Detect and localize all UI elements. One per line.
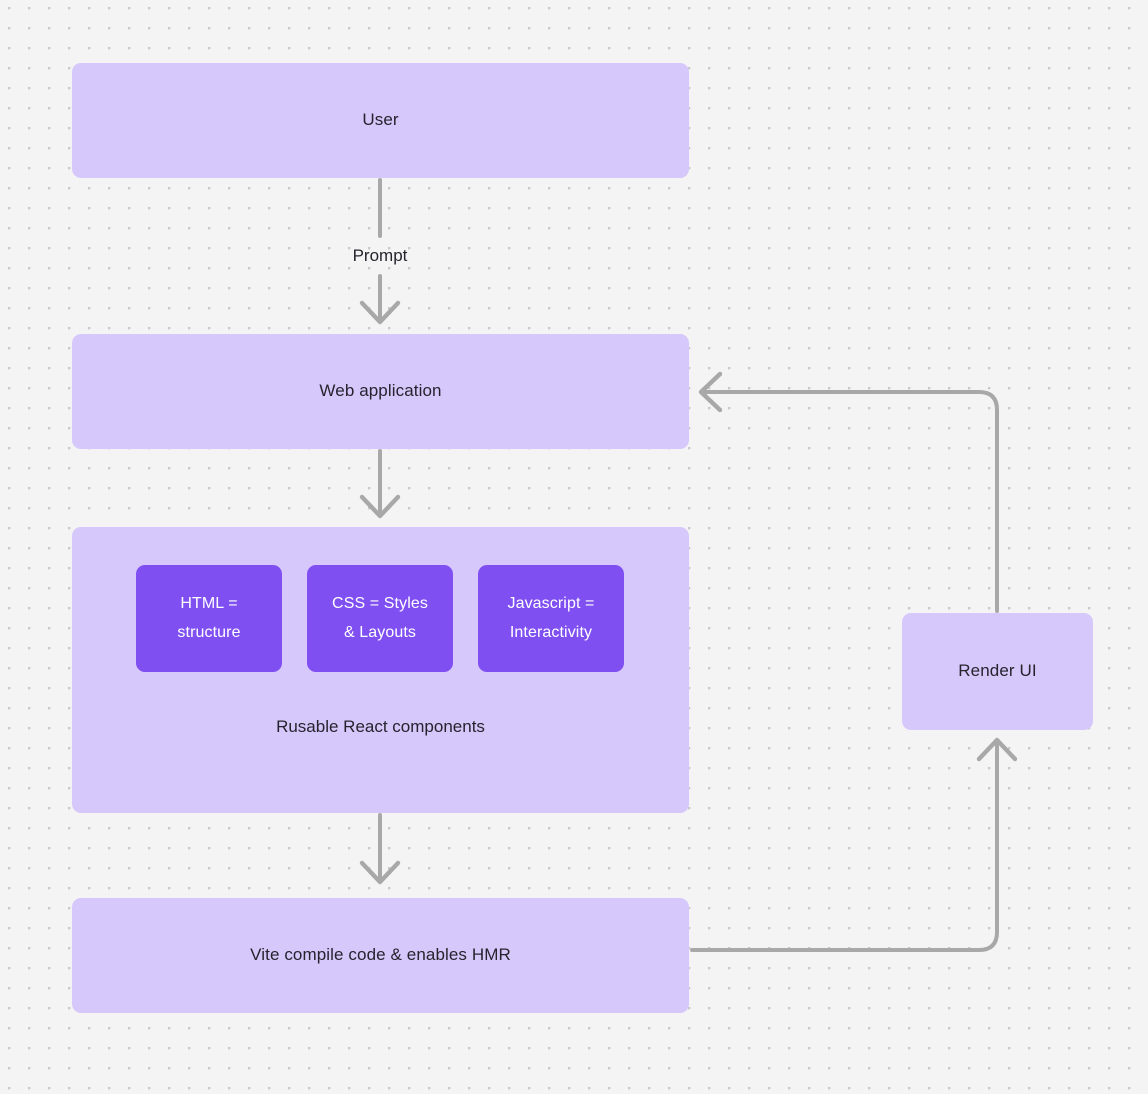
sub-node-html-label: HTML = structure xyxy=(177,595,241,641)
sub-node-javascript[interactable]: Javascript = Interactivity xyxy=(478,565,624,672)
node-render-ui[interactable]: Render UI xyxy=(902,613,1093,730)
node-vite[interactable]: Vite compile code & enables HMR xyxy=(72,898,689,1013)
sub-node-css-label: CSS = Styles & Layouts xyxy=(332,595,428,641)
sub-node-css[interactable]: CSS = Styles & Layouts xyxy=(307,565,453,672)
sub-node-javascript-label: Javascript = Interactivity xyxy=(507,595,595,641)
edge-render-ui-to-webapp xyxy=(698,371,999,613)
edge-vite-to-render-ui xyxy=(690,737,1018,952)
edge-components-to-vite xyxy=(359,813,401,885)
node-web-application-label: Web application xyxy=(319,381,442,401)
node-react-components-group[interactable]: HTML = structure CSS = Styles & Layouts … xyxy=(72,527,689,813)
node-vite-label: Vite compile code & enables HMR xyxy=(250,945,511,965)
node-render-ui-label: Render UI xyxy=(958,661,1037,681)
edge-webapp-to-components xyxy=(359,449,401,519)
node-user-label: User xyxy=(362,110,399,130)
node-web-application[interactable]: Web application xyxy=(72,334,689,449)
sub-node-html[interactable]: HTML = structure xyxy=(136,565,282,672)
node-user[interactable]: User xyxy=(72,63,689,178)
sub-node-row: HTML = structure CSS = Styles & Layouts … xyxy=(136,565,624,672)
edge-label-prompt: Prompt xyxy=(352,246,408,265)
node-react-components-caption: Rusable React components xyxy=(276,717,485,736)
